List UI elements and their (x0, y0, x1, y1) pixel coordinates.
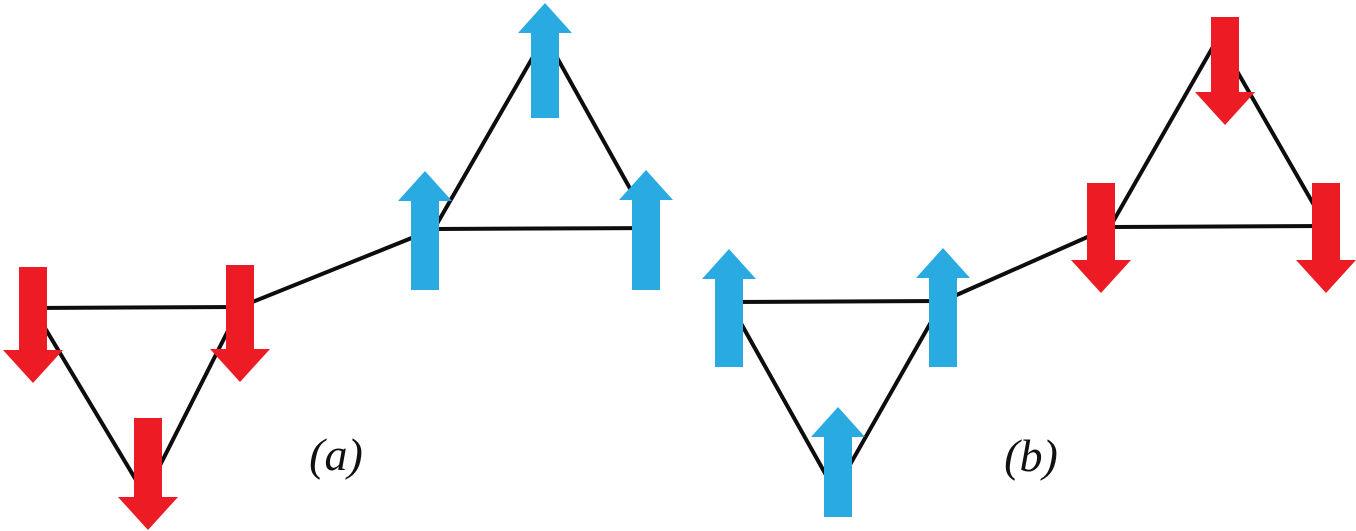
panel-label-b: (b) (1004, 430, 1058, 481)
bond-line (31, 306, 147, 497)
spin-down-arrow (210, 265, 270, 382)
bond-line (727, 299, 945, 304)
spin-down-arrow (1071, 183, 1131, 293)
bond-line (1108, 36, 1220, 229)
spin-up-arrow (398, 171, 452, 290)
bond-line (1108, 224, 1328, 229)
spin-down-arrow (1296, 183, 1356, 293)
bond-line (727, 300, 837, 493)
bond-line (31, 305, 242, 310)
panel-b (702, 17, 1356, 517)
bond-line (238, 227, 436, 309)
spin-up-arrow (619, 170, 673, 290)
panel-label-a: (a) (309, 429, 363, 480)
bond-line (833, 299, 945, 493)
bond-line (432, 226, 654, 231)
spin-up-arrow (916, 248, 970, 367)
spin-down-arrow (3, 267, 63, 383)
panel-a (3, 3, 673, 530)
spin-up-arrow (811, 407, 865, 517)
spin-up-arrow (518, 3, 572, 118)
spin-down-arrow (1195, 17, 1255, 125)
spin-down-arrow (118, 418, 178, 530)
bond-line (432, 34, 547, 231)
spin-up-arrow (702, 249, 756, 367)
bond-line (941, 225, 1112, 303)
